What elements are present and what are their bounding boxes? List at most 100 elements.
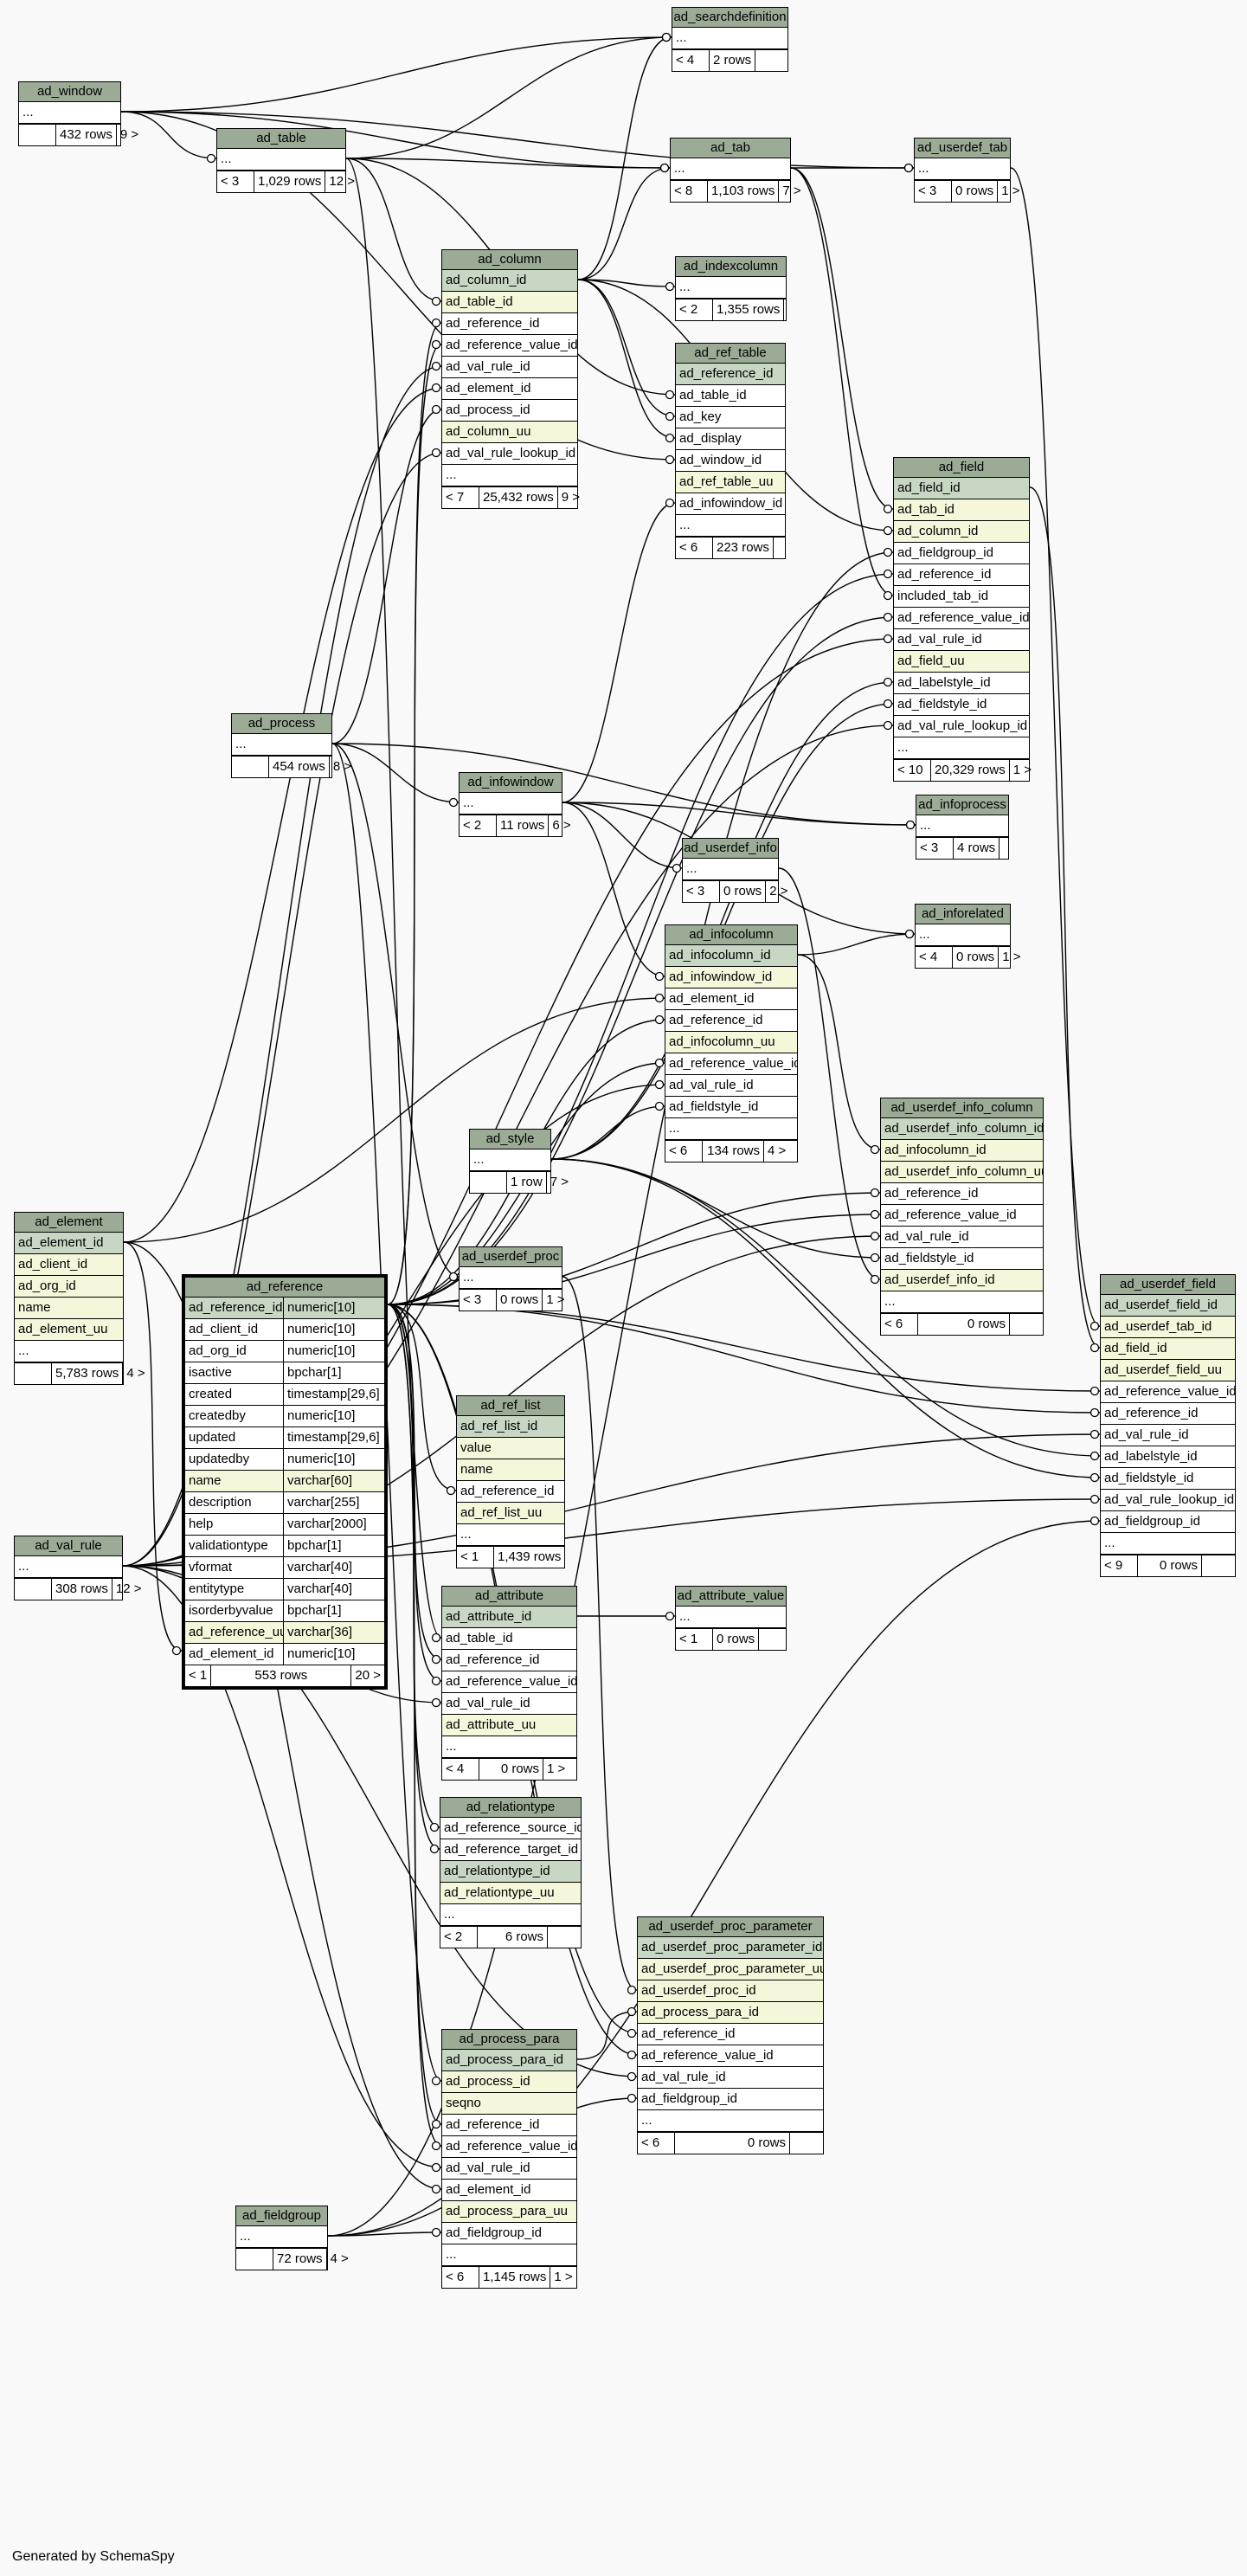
table-title[interactable]: ad_val_rule <box>15 1536 122 1556</box>
table-title[interactable]: ad_ref_list <box>457 1396 564 1416</box>
children-count[interactable]: 12 > <box>325 171 358 192</box>
children-count[interactable]: 1 > <box>998 947 1032 968</box>
parents-count[interactable]: < 6 <box>446 2270 465 2284</box>
children-count[interactable] <box>564 1547 598 1568</box>
children-count[interactable] <box>1201 1555 1235 1576</box>
parents-count[interactable]: < 4 <box>676 53 695 68</box>
table-title[interactable]: ad_userdef_tab <box>915 138 1010 158</box>
parents-count[interactable] <box>15 1579 51 1600</box>
parents-count[interactable]: < 7 <box>446 490 465 505</box>
table-title[interactable]: ad_infowindow <box>460 773 562 793</box>
children-count[interactable]: 8 > <box>328 757 363 777</box>
parents-count[interactable] <box>470 1172 506 1193</box>
table-title[interactable]: ad_relationtype <box>440 1798 581 1818</box>
table-title[interactable]: ad_userdef_field <box>1101 1275 1235 1295</box>
table-title[interactable]: ad_ref_table <box>676 344 785 364</box>
parents-count[interactable]: < 6 <box>641 2135 660 2150</box>
children-count[interactable] <box>755 50 788 71</box>
table-title[interactable]: ad_field <box>894 458 1029 478</box>
parents-count[interactable]: < 6 <box>679 540 698 555</box>
table-title[interactable]: ad_userdef_info <box>683 839 778 859</box>
parents-count[interactable]: < 2 <box>679 302 698 317</box>
children-count[interactable]: 1 > <box>550 2267 583 2288</box>
parents-count[interactable]: < 2 <box>463 818 482 833</box>
children-count[interactable]: 1 > <box>542 1290 575 1311</box>
children-count[interactable]: 9 > <box>556 487 591 508</box>
table-title[interactable]: ad_fieldgroup <box>236 2206 327 2226</box>
table-title[interactable]: ad_tab <box>671 138 790 158</box>
table-title[interactable]: ad_column <box>442 250 577 270</box>
children-count[interactable]: 4 > <box>325 2249 360 2270</box>
table-title[interactable]: ad_table <box>217 129 345 149</box>
children-count[interactable]: 1 > <box>543 1759 576 1780</box>
parents-count[interactable]: < 1 <box>189 1668 208 1683</box>
parents-count[interactable]: < 1 <box>460 1549 479 1564</box>
children-count[interactable]: 1 > <box>997 181 1031 202</box>
children-count[interactable]: 12 > <box>111 1579 145 1600</box>
children-count[interactable]: 4 > <box>122 1363 156 1384</box>
table-title[interactable]: ad_searchdefinition <box>672 8 787 28</box>
children-count[interactable]: 20 > <box>350 1665 384 1686</box>
parents-count[interactable] <box>15 1363 51 1384</box>
children-count[interactable] <box>772 538 807 558</box>
table-title[interactable]: ad_attribute_value <box>676 1587 786 1607</box>
parents-count[interactable]: < 4 <box>919 950 938 964</box>
table-title[interactable]: ad_indexcolumn <box>676 257 786 277</box>
parents-count[interactable]: < 4 <box>446 1761 465 1776</box>
parents-count[interactable]: < 2 <box>444 1929 463 1944</box>
table-title[interactable]: ad_process_para <box>442 2030 576 2050</box>
parents-count[interactable]: < 3 <box>221 174 240 189</box>
table-title[interactable]: ad_style <box>470 1130 550 1150</box>
parents-count[interactable] <box>19 125 55 145</box>
parents-count[interactable]: < 3 <box>463 1292 482 1307</box>
children-count[interactable] <box>1009 1314 1043 1335</box>
parents-count[interactable]: < 9 <box>1104 1558 1123 1573</box>
table-title[interactable]: ad_attribute <box>442 1587 576 1607</box>
table-title[interactable]: ad_infoprocess <box>916 795 1008 815</box>
table-title[interactable]: ad_element <box>15 1213 123 1233</box>
children-count[interactable] <box>789 2133 823 2154</box>
table-title[interactable]: ad_inforelated <box>916 905 1010 924</box>
table-title[interactable]: ad_process <box>232 714 331 734</box>
table-title[interactable]: ad_userdef_info_column <box>881 1098 1043 1118</box>
parents-count[interactable]: < 3 <box>920 840 939 855</box>
parents-count[interactable] <box>232 757 268 777</box>
children-count[interactable] <box>999 838 1032 859</box>
table-title[interactable]: ad_window <box>19 82 120 102</box>
parents-count[interactable]: < 3 <box>686 884 705 898</box>
parents-count[interactable]: < 8 <box>674 184 693 198</box>
children-count[interactable] <box>547 1927 581 1948</box>
children-count[interactable] <box>783 299 817 320</box>
children-count[interactable] <box>758 1629 792 1650</box>
table-title[interactable]: ad_userdef_proc_parameter <box>638 1917 823 1937</box>
children-count[interactable]: 2 > <box>765 881 799 902</box>
children-count[interactable]: 4 > <box>763 1141 797 1162</box>
parents-count[interactable] <box>236 2249 273 2270</box>
